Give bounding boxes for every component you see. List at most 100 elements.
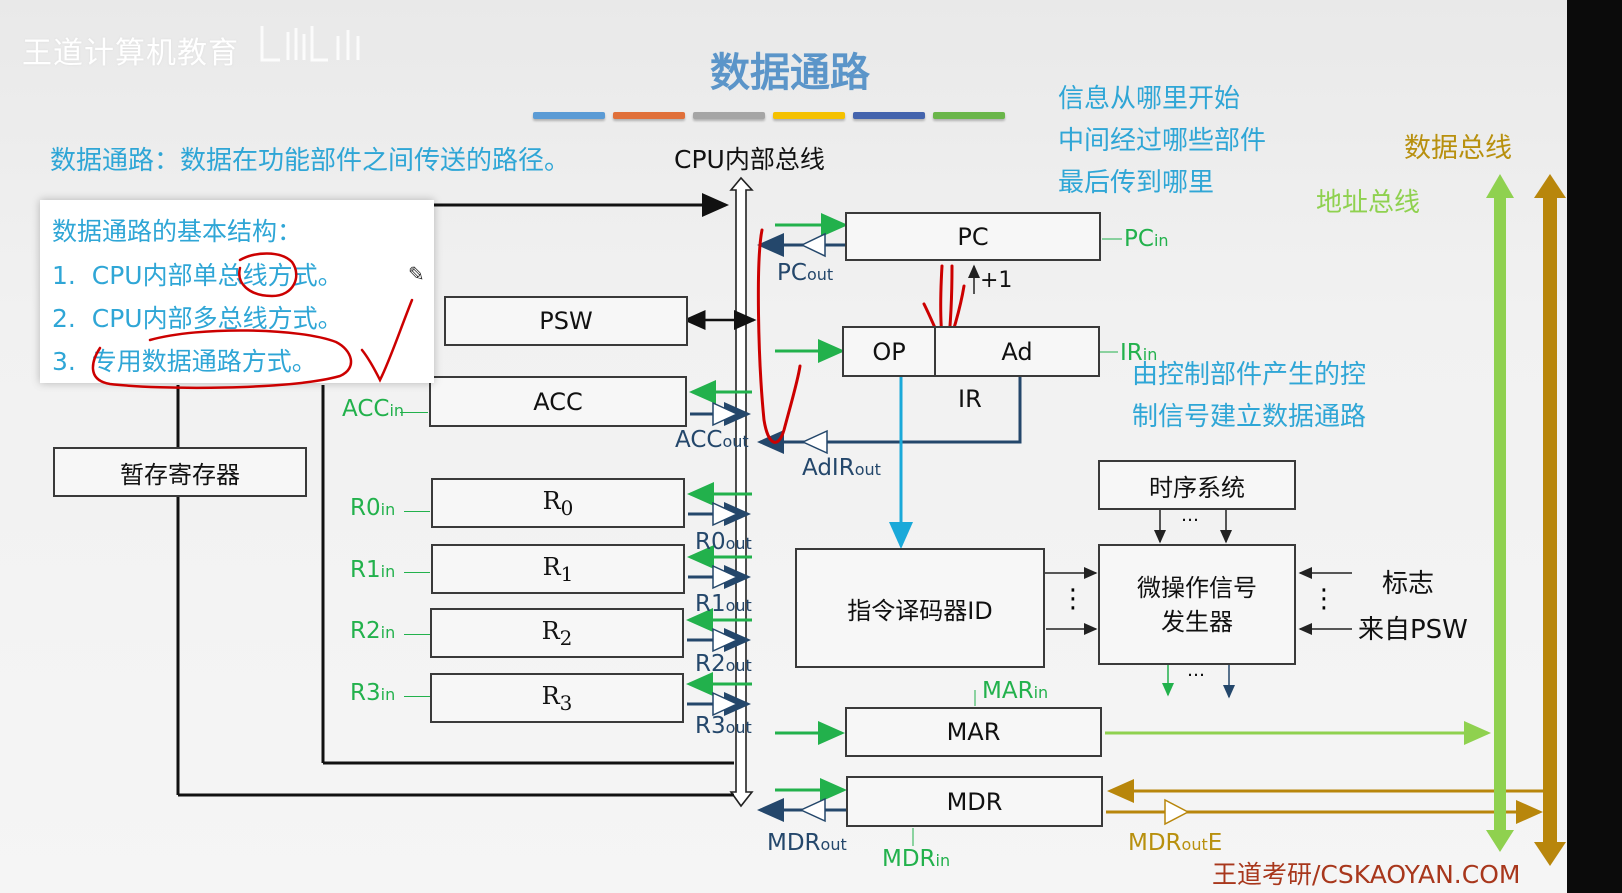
mar-label: MAR: [946, 718, 1001, 746]
cpu-bus-label: CPU内部总线: [674, 145, 825, 174]
control-note-line: 由控制部件产生的控: [1132, 360, 1367, 390]
r0-out-gate: [712, 501, 739, 527]
title-bar-segment: [693, 112, 765, 119]
acc-out-gate: [712, 401, 739, 427]
window-edge: [1567, 0, 1622, 893]
signal-adir-out: AdIRout: [802, 455, 881, 481]
title-bar-segment: [853, 112, 925, 119]
info-line: 最后传到哪里: [1058, 168, 1215, 198]
mdr-label: MDR: [946, 787, 1003, 816]
popup-item-2: 2. CPU内部多总线方式。: [52, 304, 343, 333]
signal-mar-in: MARin: [982, 678, 1049, 704]
acc-in-tick: [400, 412, 428, 413]
control-note-line: 制信号建立数据通路: [1132, 402, 1367, 432]
signal-r2-out: R2out: [695, 651, 752, 677]
r2-label: R2: [541, 616, 573, 650]
decoder-ellipsis: ⋮: [1060, 584, 1086, 614]
r3-label: R3: [541, 681, 573, 715]
plus-one-label: +1: [980, 268, 1013, 293]
control-wires: [1044, 510, 1352, 699]
pc-label: PC: [957, 222, 989, 251]
signal-r3-in: R3in: [350, 680, 396, 706]
signal-r0-out: R0out: [695, 529, 752, 555]
signal-pc-out: PCout: [777, 260, 834, 286]
rin-tick: [404, 511, 430, 512]
r1-out-gate: [712, 564, 739, 590]
memory-wires: [757, 690, 1545, 846]
popup-item-3: 3. 专用数据通路方式。: [52, 347, 317, 376]
signal-r0-in: R0in: [350, 495, 396, 521]
ir-ad-field: Ad: [934, 326, 1100, 377]
rin-tick: [404, 696, 430, 697]
control-note: 由控制部件产生的控 制信号建立数据通路: [1132, 354, 1366, 438]
watermark-brand: 王道计算机教育: [22, 36, 239, 71]
signal-acc-in: ACCin: [342, 396, 405, 422]
register-mdr: MDR: [846, 776, 1103, 827]
ir-wires: [757, 339, 1118, 549]
signal-r3-out: R3out: [695, 713, 752, 739]
definition-text: 数据通路：数据在功能部件之间传送的路径。: [50, 146, 571, 176]
r2-out-gate: [712, 627, 739, 653]
flags-label: 标志: [1382, 569, 1435, 599]
timing-label: 时序系统: [1149, 473, 1245, 502]
psw-label: PSW: [539, 307, 593, 335]
id-label: 指令译码器ID: [847, 596, 993, 625]
popup-heading: 数据通路的基本结构：: [52, 217, 303, 246]
signal-pc-in: PCin: [1124, 226, 1169, 252]
signal-r2-in: R2in: [350, 618, 396, 644]
page-title: 数据通路: [710, 50, 870, 96]
r3-out-gate: [712, 691, 739, 717]
flags-from-psw: 来自PSW: [1358, 615, 1468, 645]
r0-label: R0: [542, 486, 574, 520]
data-bus-arrow: [1534, 174, 1566, 866]
ir-op-field: OP: [842, 326, 936, 377]
output-ellipsis: …: [1187, 660, 1205, 681]
info-line: 中间经过哪些部件: [1058, 126, 1267, 156]
address-bus-label: 地址总线: [1316, 188, 1421, 218]
title-bar-segment: [933, 112, 1005, 119]
flags-ellipsis: ⋮: [1311, 584, 1337, 614]
rin-tick: [404, 634, 430, 635]
acc-label: ACC: [533, 387, 583, 416]
temp-label: 暂存寄存器: [120, 460, 240, 489]
register-acc: ACC: [429, 376, 687, 427]
address-bus-arrow: [1486, 174, 1514, 852]
signal-ir-in: IRin: [1120, 340, 1158, 366]
structure-popup: 数据通路的基本结构： 1. CPU内部单总线方式。 2. CPU内部多总线方式。…: [40, 200, 434, 390]
popup-annotations: [91, 252, 414, 390]
data-bus-label: 数据总线: [1404, 133, 1512, 164]
micro-op-line2: 发生器: [1161, 607, 1233, 636]
signal-mdr-out: MDRout: [767, 830, 847, 856]
register-r2: R2: [430, 608, 684, 658]
title-bar-segment: [773, 112, 845, 119]
register-mar: MAR: [845, 707, 1102, 757]
title-bar-segment: [613, 112, 685, 119]
title-bar-segment: [533, 112, 605, 119]
register-temp: 暂存寄存器: [53, 447, 307, 497]
instruction-decoder: 指令译码器ID: [795, 548, 1045, 668]
register-r0: R0: [431, 478, 685, 528]
signal-r1-in: R1in: [350, 557, 396, 583]
pencil-icon[interactable]: ✎: [408, 262, 425, 286]
footer-brand: 王道考研/CSKAOYAN.COM: [1212, 860, 1521, 889]
register-pc: PC: [845, 212, 1101, 261]
signal-mdr-in: MDRin: [882, 846, 951, 872]
timing-system: 时序系统: [1098, 460, 1296, 510]
signal-mdr-out-e: MDRoutE: [1128, 830, 1223, 856]
rin-tick: [404, 572, 430, 573]
register-r3: R3: [430, 673, 684, 723]
signal-r1-out: R1out: [695, 591, 752, 617]
info-line: 信息从哪里开始: [1058, 84, 1241, 114]
pc-wires: [757, 213, 1122, 294]
timing-ellipsis: …: [1181, 505, 1199, 526]
info-text: 信息从哪里开始 中间经过哪些部件 最后传到哪里: [1058, 78, 1266, 204]
micro-op-line1: 微操作信号: [1137, 573, 1257, 602]
r1-label: R1: [542, 552, 574, 586]
watermark-logo-icon: [258, 22, 368, 66]
micro-op-generator: 微操作信号 发生器: [1098, 544, 1296, 665]
cpu-internal-bus: [729, 176, 754, 808]
popup-item-1: 1. CPU内部单总线方式。: [52, 261, 343, 290]
ad-label: Ad: [1001, 337, 1033, 366]
ir-label: IR: [958, 385, 982, 413]
